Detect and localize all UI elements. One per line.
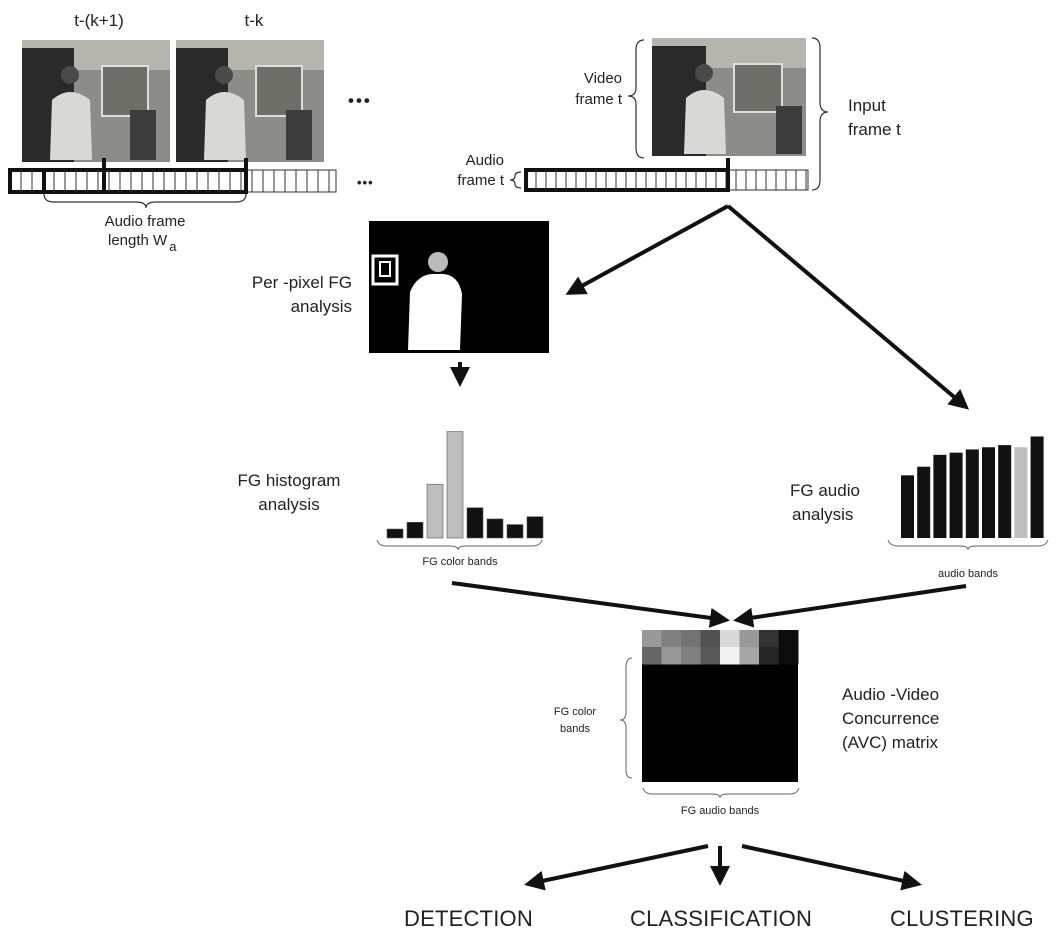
input-frame-label-2: frame t: [848, 120, 901, 139]
avc-matrix-cell: [739, 647, 760, 665]
audio-band-bar: [1014, 447, 1028, 538]
histogram-bar: [506, 524, 524, 539]
histogram-label-2: analysis: [258, 495, 320, 514]
matrix-cols-label: FG audio bands: [680, 805, 760, 817]
fg-analysis-label-1: Per -pixel FG: [251, 273, 352, 292]
histogram-bar: [426, 483, 444, 539]
histogram-bar: [526, 516, 544, 539]
arrow-audio-to-matrix: [733, 584, 967, 628]
fg-audio-chart: [901, 436, 1044, 538]
video-frame-t: [652, 38, 806, 156]
audio-frame-length-subscript: a: [169, 239, 177, 254]
audio-ellipsis: •••: [357, 175, 374, 190]
arrow-histogram-to-matrix: [451, 581, 730, 628]
output-clustering: CLUSTERING: [890, 906, 1034, 931]
input-frame-brace: [811, 37, 829, 191]
video-frame-k: [176, 40, 324, 162]
matrix-col-brace: [642, 787, 800, 799]
avc-matrix-cell: [700, 647, 721, 665]
avc-matrix-cell: [759, 630, 779, 648]
avc-matrix-cell: [778, 630, 799, 648]
audio-axis-label: audio bands: [938, 568, 998, 580]
audio-band-bar: [998, 445, 1012, 538]
matrix-rows-label-2: bands: [560, 723, 590, 735]
audio-frame-length-label: Audio frame: [104, 213, 186, 230]
avc-label-3: (AVC) matrix: [842, 733, 939, 752]
arrow-to-fg-analysis: [565, 204, 729, 295]
video-frame-brace: [627, 39, 645, 159]
avc-matrix-cell: [720, 630, 740, 648]
fg-histogram-chart: [386, 431, 544, 539]
audio-frame-t-label-1: Audio: [465, 152, 504, 169]
flow-arrows: [450, 204, 970, 891]
arrow-to-audio-analysis: [726, 204, 970, 410]
input-frame-label-1: Input: [848, 96, 886, 115]
histogram-bar: [406, 522, 424, 539]
avc-matrix-cell: [739, 630, 760, 648]
frame-label-k: t-k: [244, 11, 264, 30]
avc-matrix-cell: [661, 630, 682, 648]
audio-band-bar: [917, 466, 931, 538]
matrix-row-brace: [619, 657, 633, 779]
audio-axis-brace: [887, 539, 1049, 551]
output-classification: CLASSIFICATION: [630, 906, 813, 931]
audio-frame-brace: [43, 193, 247, 209]
video-frame-t-label-1: Video: [583, 70, 622, 87]
output-detection: DETECTION: [404, 906, 533, 931]
fg-analysis-label-2: analysis: [290, 297, 352, 316]
audio-strip-tail: [245, 169, 337, 193]
histogram-bar: [386, 528, 404, 539]
histogram-axis-label: FG color bands: [422, 556, 498, 568]
audio-band-bar: [1030, 436, 1044, 538]
avc-label-1: Audio -Video: [842, 685, 940, 704]
histogram-axis-brace: [376, 539, 543, 551]
audio-frame-t-label-2: frame t: [457, 172, 504, 189]
audio-band-bar: [965, 449, 979, 538]
histogram-bar: [446, 431, 464, 539]
avc-matrix-cell: [681, 630, 701, 648]
arrow-to-clustering: [741, 844, 922, 891]
audio-strip-past: [8, 158, 337, 194]
histogram-label-1: FG histogram: [237, 471, 341, 490]
video-frame-prev: [22, 40, 170, 162]
avc-matrix-cell: [720, 647, 740, 665]
avc-matrix-cell: [681, 647, 701, 665]
histogram-bar: [466, 507, 484, 539]
frame-label-prev: t-(k+1): [74, 11, 124, 30]
audio-band-bar: [901, 475, 914, 538]
audio-analysis-label-2: analysis: [792, 505, 854, 524]
matrix-rows-label-1: FG color: [553, 706, 597, 718]
audio-analysis-label-1: FG audio: [790, 481, 860, 500]
avc-matrix-cell: [700, 630, 721, 648]
avc-matrix: [642, 630, 799, 782]
audio-band-bar: [982, 447, 995, 538]
avc-matrix-cell: [642, 647, 662, 665]
audio-band-bar: [949, 452, 963, 538]
histogram-bar: [486, 518, 504, 539]
video-frame-t-label-2: frame t: [575, 91, 622, 108]
avc-matrix-cell: [778, 647, 799, 665]
avc-label-2: Concurrence: [842, 709, 940, 728]
audio-strip-t: [524, 158, 809, 192]
avc-matrix-cell: [642, 630, 662, 648]
audio-band-bar: [933, 454, 947, 538]
fg-mask-image: [369, 221, 549, 353]
video-ellipsis: •••: [348, 91, 372, 110]
avc-matrix-cell: [661, 647, 682, 665]
avc-matrix-cell: [759, 647, 779, 665]
audio-frame-brace-t: [509, 171, 522, 189]
arrow-to-detection: [524, 844, 709, 891]
